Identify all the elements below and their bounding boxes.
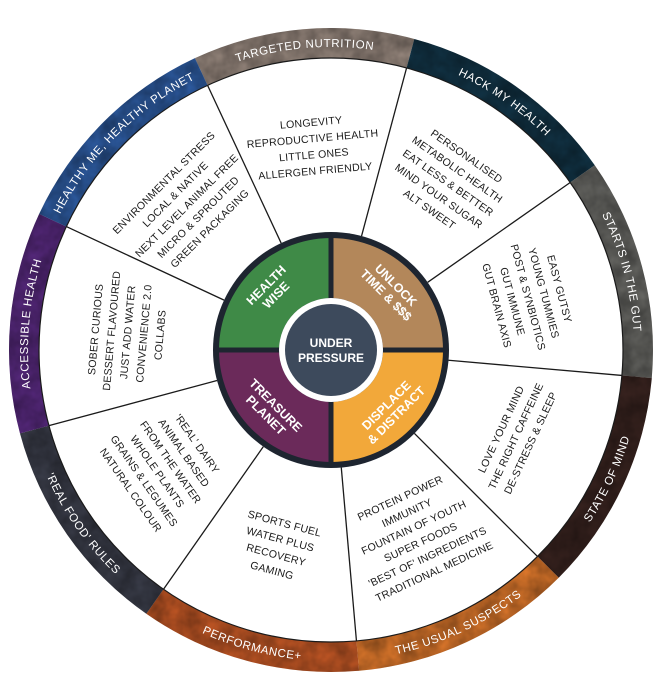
- segment-6: [48, 380, 264, 590]
- segment-area: [38, 57, 623, 642]
- segment-divider-1: [360, 67, 408, 237]
- ring-texture-5: [146, 589, 360, 673]
- segment-0: [207, 57, 407, 244]
- hub-label-line: PRESSURE: [298, 351, 364, 365]
- segment-divider-8: [66, 226, 225, 301]
- segment-divider-5: [340, 467, 358, 641]
- segment-3: [414, 360, 622, 557]
- ring-texture-6: [19, 425, 164, 614]
- hub-label-line: UNDER: [310, 336, 353, 350]
- segment-2: [427, 182, 623, 376]
- quadrant-3: [219, 350, 331, 462]
- segment-dividers: [38, 57, 624, 643]
- segment-1: [361, 67, 571, 283]
- segment-item: COLLABS: [152, 310, 168, 361]
- segment-divider-7: [48, 379, 218, 427]
- ring-texture-0: [194, 27, 415, 86]
- segment-item: LONGEVITY: [280, 114, 343, 131]
- segment-divider-0: [207, 85, 282, 244]
- segment-divider-6: [162, 446, 264, 590]
- segment-4: [341, 433, 538, 641]
- segment-5: [163, 446, 357, 642]
- quadrant-0: [219, 238, 331, 350]
- segment-outer-edge: [38, 57, 624, 643]
- segment-7: [38, 226, 225, 426]
- segment-8: [66, 85, 282, 301]
- segment-divider-4: [413, 432, 538, 557]
- quadrant-1: [331, 238, 443, 350]
- segment-divider-2: [427, 181, 571, 283]
- hub-circle: [285, 304, 377, 396]
- segment-divider-3: [448, 359, 622, 377]
- ring-texture-2: [570, 165, 653, 379]
- ring-texture-7: [8, 213, 67, 434]
- ring-texture-8: [39, 58, 208, 227]
- ring-texture-1: [406, 38, 595, 183]
- quadrant-2: [331, 350, 443, 462]
